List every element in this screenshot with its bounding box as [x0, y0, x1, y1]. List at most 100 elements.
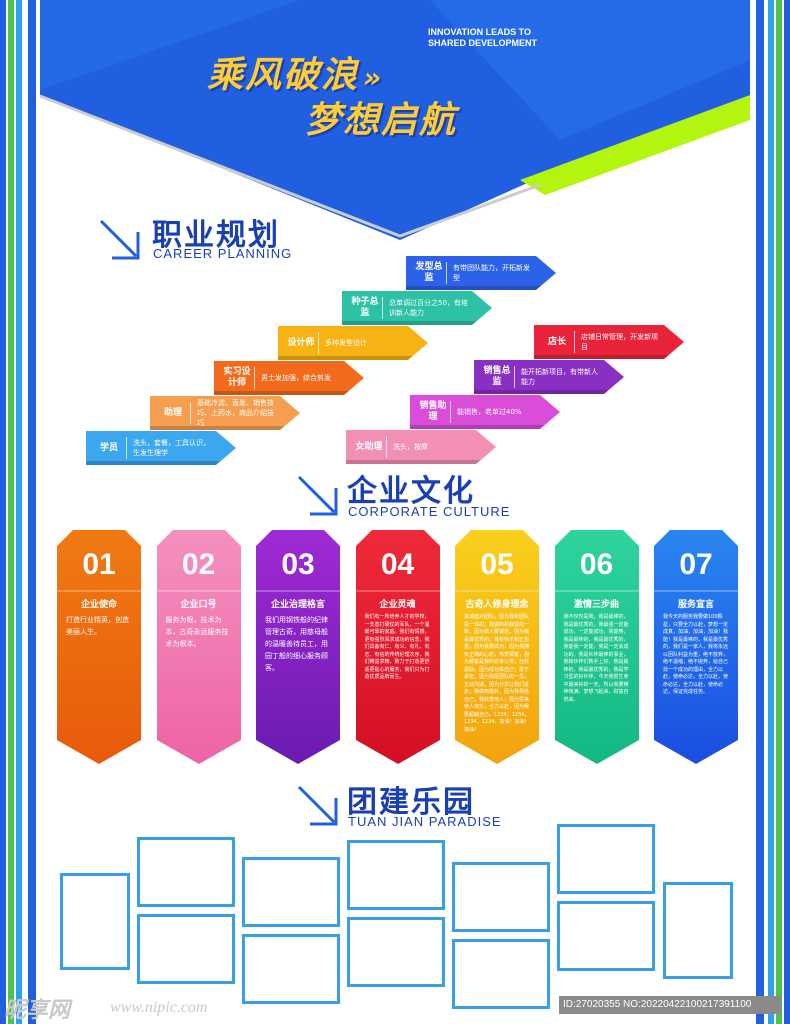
card-body: 真诚面对团队，因为我和团队是一体的；我做的和我说的一致，因为做人要诚信；因为我是… [464, 614, 530, 733]
left-stripe-green [8, 0, 14, 1024]
career-step-label: 发型总监 [415, 262, 443, 283]
card-shape [554, 530, 639, 764]
left-stripe-inner [28, 0, 36, 1024]
tagline-line2: SHARED DEVELOPMENT [428, 38, 538, 48]
divider [450, 401, 451, 423]
card-shape [455, 530, 539, 764]
career-step: 种子总监总单调过百分之50，有培训新人能力 [342, 291, 492, 325]
card-title: 企业治理格言 [270, 600, 325, 610]
divider [574, 331, 575, 353]
photo-frame [347, 917, 445, 987]
left-stripe-blue [0, 0, 6, 1024]
right-stripe-blue [784, 0, 790, 1024]
card-number: 03 [281, 548, 315, 581]
diagonal-arrow-icon [99, 219, 140, 260]
culture-card: 06 激情三步曲我不仅仅是我，我是最棒的，我是最优秀的，我最强一定能成功，一定能成… [554, 530, 639, 764]
photo-frame [557, 824, 655, 894]
card-shape [355, 530, 440, 764]
diagonal-arrow-icon [297, 785, 338, 826]
career-step-desc: 总单调过百分之50，有培训新人能力 [389, 299, 468, 317]
divider [514, 366, 515, 388]
divider [190, 402, 191, 424]
slogan-line1: 乘风破浪» [207, 46, 383, 98]
career-step: 助理 基础冷烫、直发、销售技巧、上药水，商品介绍技巧 [150, 396, 300, 430]
watermark-id: ID:27020355 NO:20220422100217391100 [559, 996, 781, 1014]
photo-frame [452, 862, 550, 932]
card-title: 古奇人修身理念 [465, 600, 529, 610]
watermark-url: www.nipic.com [110, 999, 208, 1016]
career-step: 店长 店铺日常管理，开发新项目 [534, 325, 684, 359]
career-step: 销售助理 能销售，老单过40% [410, 395, 560, 429]
card-title: 企业口号 [180, 600, 217, 610]
left-stripe-lightblue [16, 0, 22, 1024]
photo-frame [452, 939, 550, 1009]
photo-frame [242, 857, 340, 927]
career-step: 发型总监有带团队能力，开拓新发型 [406, 256, 556, 290]
career-step-desc: 基础冷烫、直发、销售技巧、上药水，商品介绍技巧 [197, 399, 274, 427]
card-body: 我们有一所培养人才的学校，一支善打硬仗的军队，一个温暖可靠的家庭。我们有情感，更… [364, 614, 430, 680]
watermark-logo: 昵享网 [4, 998, 71, 1023]
career-step-label: 设计师 [287, 337, 315, 348]
career-step-desc: 多种发型设计 [325, 339, 367, 347]
culture-card: 04 企业灵魂我们有一所培养人才的学校，一支善打硬仗的军队，一个温暖可靠的家庭。我… [355, 530, 440, 764]
photo-frame [242, 934, 340, 1004]
culture-title: 企业文化 [347, 474, 475, 509]
divider [318, 332, 319, 354]
career-step-desc: 能销售，老单过40% [457, 408, 522, 416]
team-subtitle: TUAN JIAN PARADISE [348, 814, 502, 829]
card-number: 04 [380, 548, 415, 581]
career-step-desc: 洗头，套餐，工具认识，生发生理学 [133, 439, 210, 457]
card-title: 激情三步曲 [573, 600, 619, 610]
career-step-label: 销售助理 [419, 401, 447, 422]
tagline: INNOVATION LEADS TO SHARED DEVELOPMENT [428, 27, 537, 49]
photo-frame [60, 873, 130, 970]
card-body: 我不仅仅是我，我是最棒的，我是最优秀的，我最强一定能成功，一定能成功。我能够，我… [563, 614, 629, 703]
career-step-label: 销售总监 [483, 366, 511, 387]
card-number: 07 [679, 548, 713, 581]
career-step-desc: 洗头，按摩 [393, 443, 428, 451]
slogan-line2: 梦想启航 [305, 100, 458, 141]
card-title: 服务宣言 [677, 600, 714, 610]
card-shape [654, 530, 738, 764]
card-body: 我今天的服务我要做100颗星，只要全力以赴，梦想一定成真，加油，加油，加油！我能… [663, 614, 729, 695]
career-step-desc: 有带团队能力，开拓新发型 [453, 264, 530, 282]
card-title: 企业灵魂 [379, 600, 416, 610]
culture-card: 03 企业治理格言我们用钢铁般的纪律管理古奇，用慈母般的温暖善待员工，用园丁般的细… [256, 530, 340, 764]
career-step: 设计师 多种发型设计 [278, 326, 428, 360]
card-shape [57, 530, 141, 764]
card-title: 企业使命 [80, 600, 117, 610]
right-stripe-lightblue [768, 0, 774, 1024]
career-step: 女助理洗头，按摩 [346, 430, 496, 464]
photo-frame [137, 914, 235, 984]
career-title: 职业规划 [152, 218, 280, 253]
career-step: 实习设计师男士发加强，综合剪发 [214, 361, 364, 395]
right-stripe-inner [756, 0, 764, 1024]
photo-frame [137, 837, 235, 907]
career-step-label: 店长 [547, 336, 566, 347]
career-step-label: 学员 [99, 442, 118, 453]
career-step-label: 助理 [163, 407, 182, 418]
career-step-desc: 能开拓新项目，有带新人能力 [521, 368, 598, 386]
card-shape [256, 530, 340, 764]
card-body: 服务为根，技术为本，古奇永远服务技术为根本。 [165, 616, 229, 648]
card-shape [156, 530, 241, 764]
card-number: 06 [579, 548, 614, 581]
header-banner [39, 0, 750, 240]
divider [386, 436, 387, 458]
diagonal-arrow-icon [297, 475, 338, 516]
photo-frame [557, 901, 655, 971]
divider [446, 262, 447, 284]
slogan-line1-text: 乘风破浪 [207, 55, 360, 96]
card-body: 我们用钢铁般的纪律管理古奇，用慈母般的温暖善待员工，用园丁般的细心服务顾客。 [265, 616, 328, 672]
career-step-label: 实习设计师 [223, 367, 251, 388]
culture-card: 07 服务宣言我今天的服务我要做100颗星，只要全力以赴，梦想一定成真，加油，加油… [654, 530, 738, 764]
card-number: 01 [82, 548, 116, 581]
divider [254, 367, 255, 389]
team-title: 团建乐园 [347, 785, 475, 820]
career-step: 学员 洗头，套餐，工具认识，生发生理学 [86, 431, 236, 465]
career-step-desc: 店铺日常管理，开发新项目 [581, 333, 658, 351]
photo-frame [347, 840, 445, 910]
